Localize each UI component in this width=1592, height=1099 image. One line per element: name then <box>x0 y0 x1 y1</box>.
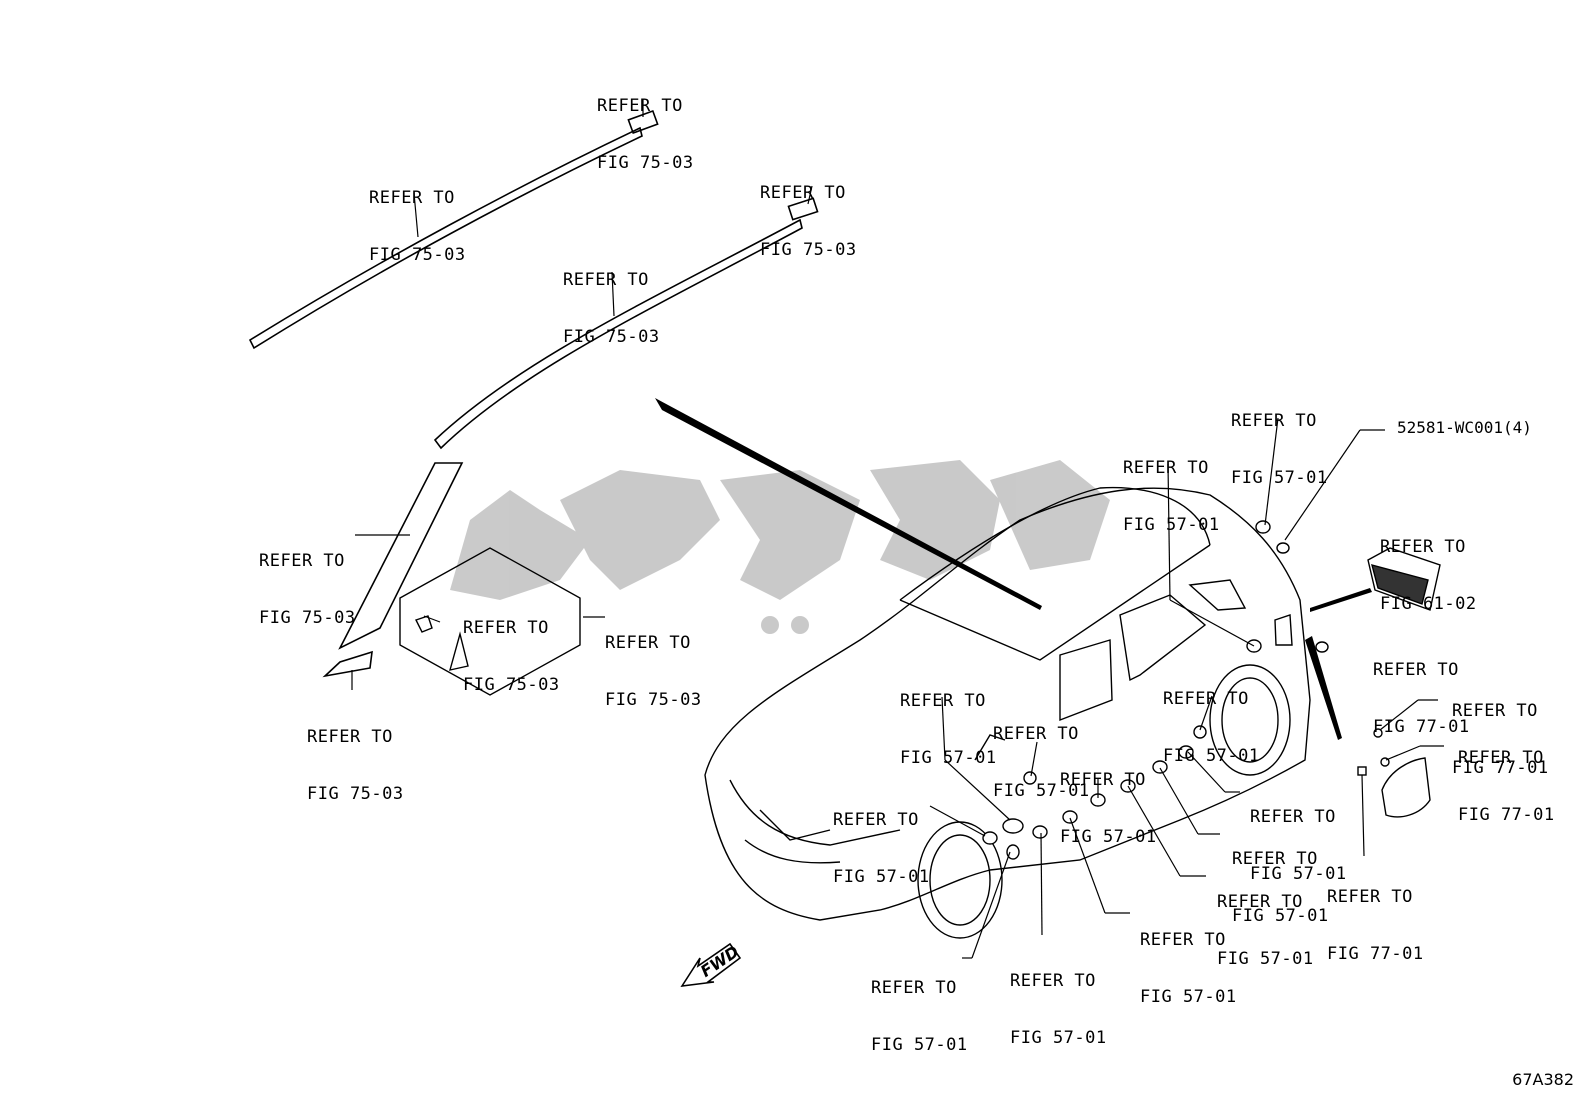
callout-refer-fig-57-01[interactable]: REFER TO FIG 57-01 <box>1250 770 1347 903</box>
callout-line2: FIG 57-01 <box>1060 827 1157 847</box>
callout-line1: REFER TO <box>369 188 455 208</box>
callout-line2: FIG 77-01 <box>1373 717 1470 737</box>
roof-moldings <box>248 109 819 678</box>
pillar-garnish <box>338 462 464 650</box>
callout-line1: REFER TO <box>1140 930 1226 950</box>
callout-line1: REFER TO <box>760 183 846 203</box>
callout-line1: REFER TO <box>1232 849 1318 869</box>
callout-line1: REFER TO <box>1250 807 1336 827</box>
callout-refer-fig-75-03[interactable]: REFER TO FIG 75-03 <box>259 514 356 647</box>
callout-line2: FIG 57-01 <box>1010 1028 1107 1048</box>
molding-clip <box>627 109 659 135</box>
callout-line2: FIG 57-01 <box>1250 864 1347 884</box>
callout-line1: REFER TO <box>1231 411 1317 431</box>
callout-line2: FIG 57-01 <box>1163 746 1260 766</box>
callout-line2: FIG 57-01 <box>871 1035 968 1055</box>
callout-line1: REFER TO <box>1217 892 1303 912</box>
callout-refer-fig-75-03[interactable]: REFER TO FIG 75-03 <box>563 233 660 366</box>
callout-refer-fig-61-02[interactable]: REFER TO FIG 61-02 <box>1380 500 1477 633</box>
callout-line1: REFER TO <box>1458 748 1544 768</box>
callout-line2: FIG 57-01 <box>1231 468 1328 488</box>
car-body <box>704 486 1311 939</box>
pillar-piece <box>322 650 373 678</box>
callout-refer-fig-57-01[interactable]: REFER TO FIG 57-01 <box>1010 934 1107 1067</box>
callout-line2: FIG 77-01 <box>1458 805 1555 825</box>
callout-refer-fig-57-01[interactable]: REFER TO FIG 57-01 <box>1163 652 1260 785</box>
callout-refer-fig-75-03[interactable]: REFER TO FIG 75-03 <box>369 151 466 284</box>
detail-hexagon <box>399 547 581 696</box>
callout-line1: REFER TO <box>993 724 1079 744</box>
callout-line2: FIG 75-03 <box>369 245 466 265</box>
callout-line2: FIG 57-01 <box>1232 906 1329 926</box>
callout-line2: FIG 57-01 <box>1123 515 1220 535</box>
callout-line1: REFER TO <box>1373 660 1459 680</box>
rocker-clips <box>982 520 1271 860</box>
callout-line2: FIG 75-03 <box>563 327 660 347</box>
fwd-label: FWD <box>697 942 742 981</box>
roof-molding-left <box>248 126 643 350</box>
callout-line2: FIG 75-03 <box>463 675 560 695</box>
callout-refer-fig-75-03[interactable]: REFER TO FIG 75-03 <box>307 690 404 823</box>
callout-refer-fig-75-03[interactable]: REFER TO FIG 75-03 <box>597 59 694 192</box>
roof-molding-right <box>433 218 803 450</box>
callout-line1: REFER TO <box>597 96 683 116</box>
callout-refer-fig-57-01[interactable]: REFER TO FIG 57-01 <box>993 687 1090 820</box>
callout-refer-fig-75-03[interactable]: REFER TO FIG 75-03 <box>463 581 560 714</box>
callout-refer-fig-57-01[interactable]: REFER TO FIG 57-01 <box>900 654 997 787</box>
callout-refer-fig-77-01[interactable]: REFER TO FIG 77-01 <box>1373 623 1470 756</box>
callout-line2: FIG 75-03 <box>259 608 356 628</box>
callout-line1: REFER TO <box>871 978 957 998</box>
callout-line2: FIG 61-02 <box>1380 594 1477 614</box>
callout-line1: REFER TO <box>1163 689 1249 709</box>
callout-line1: REFER TO <box>1010 971 1096 991</box>
callout-refer-fig-57-01[interactable]: REFER TO FIG 57-01 <box>871 941 968 1074</box>
callout-line2: FIG 57-01 <box>993 781 1090 801</box>
callout-line2: FIG 77-01 <box>1452 758 1549 778</box>
leader-lines <box>351 99 1444 959</box>
callout-line2: FIG 75-03 <box>597 153 694 173</box>
callout-refer-fig-75-03[interactable]: REFER TO FIG 75-03 <box>605 596 702 729</box>
callout-line1: REFER TO <box>900 691 986 711</box>
clip-icon <box>415 615 433 633</box>
callout-refer-fig-57-01[interactable]: REFER TO FIG 57-01 <box>1217 855 1314 988</box>
callout-refer-fig-77-01[interactable]: REFER TO FIG 77-01 <box>1327 850 1424 983</box>
callout-line1: REFER TO <box>1380 537 1466 557</box>
callout-line1: REFER TO <box>1060 770 1146 790</box>
callout-line2: FIG 75-03 <box>760 240 857 260</box>
callout-line2: FIG 57-01 <box>833 867 930 887</box>
callout-refer-fig-57-01[interactable]: REFER TO FIG 57-01 <box>1231 374 1328 507</box>
callout-line2: FIG 77-01 <box>1327 944 1424 964</box>
callout-line2: FIG 57-01 <box>1140 987 1237 1007</box>
fwd-arrow-icon: FWD <box>680 942 742 988</box>
callout-line1: REFER TO <box>1452 701 1538 721</box>
callout-refer-fig-75-03[interactable]: REFER TO FIG 75-03 <box>760 146 857 279</box>
emblem-part <box>1367 547 1441 611</box>
part-number-label[interactable]: 52581-WC001(4) <box>1397 418 1532 437</box>
callout-refer-fig-57-01[interactable]: REFER TO FIG 57-01 <box>833 773 930 906</box>
callout-line2: FIG 57-01 <box>1217 949 1314 969</box>
callout-refer-fig-57-01[interactable]: REFER TO FIG 57-01 <box>1140 893 1237 1026</box>
callout-line2: FIG 75-03 <box>605 690 702 710</box>
callout-line1: REFER TO <box>563 270 649 290</box>
callout-refer-fig-57-01[interactable]: REFER TO FIG 57-01 <box>1123 421 1220 554</box>
molding-clip <box>787 197 819 221</box>
callout-line1: REFER TO <box>1123 458 1209 478</box>
wedge-lines <box>655 398 1372 740</box>
callout-line1: REFER TO <box>259 551 345 571</box>
diagram-id: 67A382 <box>1512 1070 1574 1089</box>
callout-line1: REFER TO <box>605 633 691 653</box>
watermark-logo-icon <box>450 460 1110 634</box>
callout-line1: REFER TO <box>1327 887 1413 907</box>
callout-line1: REFER TO <box>307 727 393 747</box>
callout-refer-fig-57-01[interactable]: REFER TO FIG 57-01 <box>1060 733 1157 866</box>
callout-line1: REFER TO <box>833 810 919 830</box>
callout-line2: FIG 75-03 <box>307 784 404 804</box>
callout-line1: REFER TO <box>463 618 549 638</box>
callout-line2: FIG 57-01 <box>900 748 997 768</box>
callout-refer-fig-57-01[interactable]: REFER TO FIG 57-01 <box>1232 812 1329 945</box>
callout-refer-fig-77-01[interactable]: REFER TO FIG 77-01 <box>1458 711 1555 844</box>
callout-refer-fig-77-01[interactable]: REFER TO FIG 77-01 <box>1452 664 1549 797</box>
